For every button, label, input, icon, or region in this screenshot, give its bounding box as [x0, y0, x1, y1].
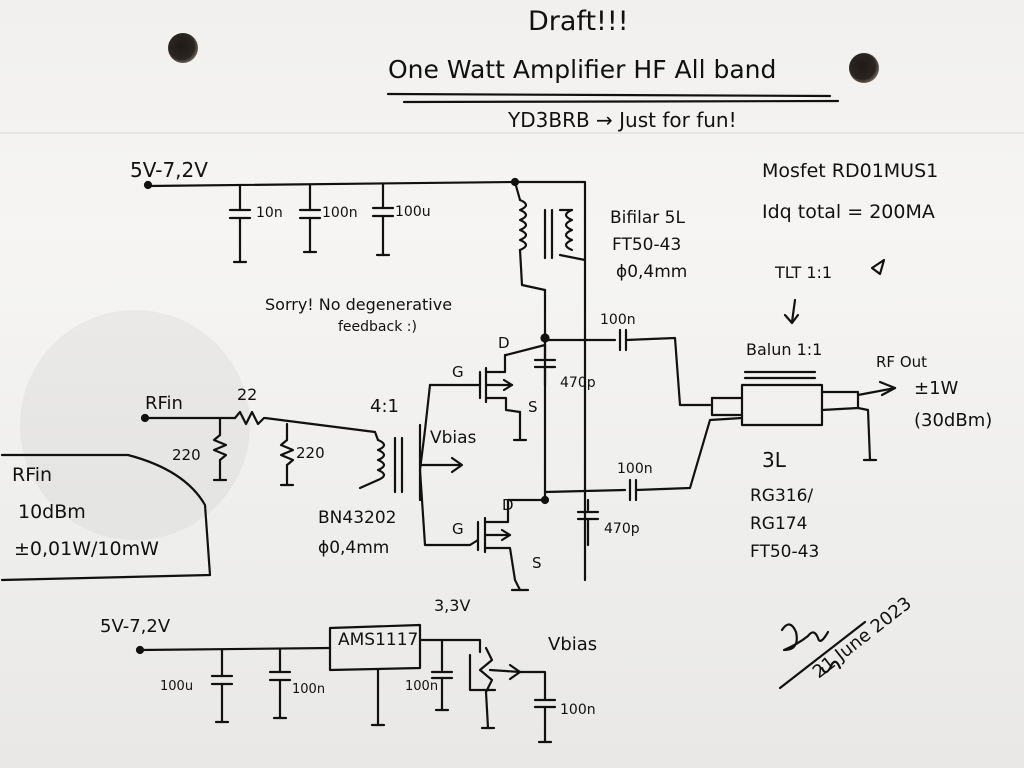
balun-label: Balun 1:1: [746, 340, 823, 359]
cap-100u-top-label: 100u: [395, 204, 431, 220]
cap-coupling-bottom: [545, 418, 742, 500]
core-label: BN43202: [318, 508, 397, 528]
tlt-arrow: [785, 315, 798, 323]
cap-100n-reg-label: 100n: [292, 682, 326, 697]
cap-470p-bottom: [578, 500, 598, 545]
balun-1to1: [712, 372, 895, 460]
mosfet-top: [430, 355, 526, 440]
page-title: One Watt Amplifier HF All band: [388, 55, 777, 84]
rfin-box-line2: 10dBm: [18, 501, 86, 523]
cap-100u-reg-label: 100u: [160, 679, 194, 694]
resistor-22-label: 22: [237, 385, 258, 404]
xfmr-ratio-label: 4:1: [370, 396, 399, 417]
rf-input-network: [142, 412, 375, 485]
cap-470p-top-label: 470p: [560, 375, 596, 391]
resistor-220a-label: 220: [172, 446, 201, 464]
wire-label: ϕ0,4mm: [318, 538, 390, 558]
cap-drain-bottom-label: 100n: [617, 461, 653, 477]
signature-stroke: [780, 622, 865, 688]
cap-100n-vbias-label: 100n: [560, 702, 596, 718]
draft-label: Draft!!!: [528, 6, 629, 37]
rfin-box-line3: ±0,01W/10mW: [14, 538, 159, 560]
idq-note: Idq total = 200MA: [762, 201, 935, 223]
supply-bottom-label: 5V-7,2V: [100, 616, 171, 637]
bifilar-label-2: FT50-43: [612, 235, 682, 255]
sorry-note: Sorry! No degenerative: [265, 295, 453, 314]
supply-rail-top: [148, 182, 585, 260]
balun-turns-label: 3L: [762, 448, 786, 472]
dbm-out-label: (30dBm): [914, 410, 993, 431]
bifilar-label-1: Bifilar 5L: [610, 208, 685, 228]
rf-in-label: RFin: [145, 393, 183, 414]
cap-100n-reg-out-label: 100n: [405, 679, 439, 694]
drain-top-link: [506, 345, 545, 355]
bias-regulator-section: [137, 625, 555, 742]
cap-470p-bottom-label: 470p: [604, 521, 640, 537]
coax-label-2: RG174: [750, 514, 808, 534]
power-out-label: ±1W: [914, 378, 959, 399]
pencil-doodle: [872, 260, 884, 274]
cap-10n-label: 10n: [256, 205, 283, 221]
cap-470p-top: [535, 345, 555, 385]
bifilar-label-3: ϕ0,4mm: [616, 262, 688, 282]
supply-top-label: 5V-7,2V: [130, 158, 208, 182]
punch-hole-left: [168, 33, 198, 63]
title-underline: [388, 94, 830, 96]
decoupling-cap-10n: [230, 186, 250, 262]
mosfet-note: Mosfet RD01MUS1: [762, 160, 939, 182]
title-underline-2: [404, 101, 838, 102]
mosfet-bottom: [470, 500, 545, 590]
decoupling-cap-100n-top: [300, 185, 320, 252]
cap-coupling-top: [545, 330, 710, 405]
source-top-label: S: [528, 398, 538, 416]
author-line: YD3BRB → Just for fun!: [508, 108, 737, 132]
drain-top-label: D: [498, 334, 510, 352]
feedback-note: feedback :): [338, 319, 417, 335]
cap-drain-top-label: 100n: [600, 312, 636, 328]
drain-bottom-label: D: [502, 496, 514, 514]
paper-fold-line: [0, 132, 1024, 134]
vbias-gate-label: Vbias: [430, 428, 477, 448]
rfin-note-box: [2, 455, 210, 580]
coax-label-3: FT50-43: [750, 542, 820, 562]
coax-label-1: RG316/: [750, 486, 814, 506]
cap-100n-top-label: 100n: [322, 205, 358, 221]
input-transformer-4to1: [360, 425, 462, 500]
bleed-through-circle: [20, 310, 250, 540]
bifilar-transformer: [515, 182, 585, 290]
rf-out-label: RF Out: [876, 353, 928, 371]
regulator-label: AMS1117: [338, 630, 419, 650]
punch-hole-right: [849, 53, 879, 83]
gate-bottom-label: G: [452, 520, 464, 538]
vbias-out-label: Vbias: [548, 634, 598, 655]
tlt-note: TLT 1:1: [775, 263, 833, 282]
rfin-box-line1: RFin: [12, 464, 53, 486]
gate-top-label: G: [452, 363, 464, 381]
v33-label: 3,3V: [434, 596, 471, 615]
resistor-220b-label: 220: [296, 444, 325, 462]
source-bottom-label: S: [532, 554, 542, 572]
decoupling-cap-100u-top: [373, 184, 393, 255]
